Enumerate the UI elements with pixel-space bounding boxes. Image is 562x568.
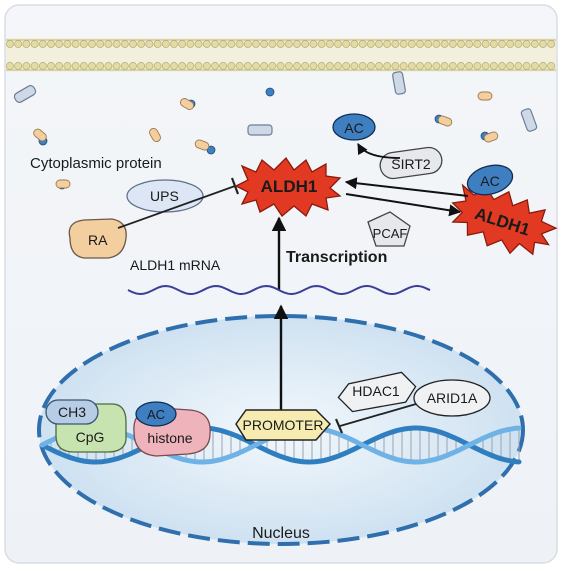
acetylation-line	[345, 193, 462, 217]
promoter-shape: PROMOTER	[235, 409, 332, 441]
hdac1-shape: HDAC1	[337, 371, 417, 413]
histone-label: histone	[147, 430, 192, 446]
ac-nucleus-label: AC	[147, 407, 165, 422]
deacetylation-arrow	[357, 143, 401, 159]
nucleus-label: Nucleus	[252, 525, 310, 542]
deacetylation-line	[344, 177, 469, 197]
ac-top-label: AC	[344, 120, 363, 136]
pcaf-shape: PCAF	[367, 211, 411, 247]
ac-top-oval: AC	[332, 113, 376, 141]
ups-oval: UPS	[126, 179, 204, 213]
cytoplasmic-protein-label: Cytoplasmic protein	[30, 155, 162, 172]
histone-group: AC histone	[133, 401, 211, 457]
arid1a-label: ARID1A	[427, 390, 478, 406]
aldh1-acetylated-burst: ALDH1	[451, 183, 558, 256]
aldh1-center-label: ALDH1	[261, 177, 318, 196]
ra-shape: RA	[68, 218, 127, 259]
arid1a-shape: ARID1A	[413, 379, 491, 417]
hdac1-label: HDAC1	[352, 383, 400, 399]
mrna-strand	[127, 284, 431, 296]
membrane-bottom-heads	[6, 62, 556, 70]
scattered-proteins	[13, 71, 538, 190]
transcription-label: Transcription	[286, 249, 387, 266]
membrane-top-heads	[6, 40, 556, 48]
pcaf-label: PCAF	[373, 226, 408, 241]
ac-right-label: AC	[480, 173, 499, 189]
ups-label: UPS	[150, 188, 179, 204]
cpg-group: CH3 CpG	[45, 399, 127, 453]
sirt2-shape: SIRT2	[379, 146, 443, 180]
cpg-label: CpG	[76, 429, 105, 445]
ra-label: RA	[88, 232, 108, 248]
sirt2-label: SIRT2	[391, 156, 431, 172]
ch3-label: CH3	[58, 404, 86, 420]
arid1a-inhibits-promoter	[334, 403, 417, 434]
aldh1-mrna-label: ALDH1 mRNA	[130, 257, 221, 273]
ac-right-oval: AC	[466, 164, 514, 196]
cell-membrane	[6, 38, 556, 72]
promoter-label: PROMOTER	[243, 417, 324, 433]
aldh1-center-burst: ALDH1	[234, 156, 342, 218]
